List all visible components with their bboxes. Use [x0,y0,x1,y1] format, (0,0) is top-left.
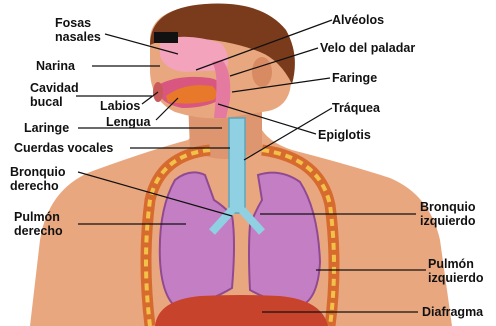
label-velo-del-paladar: Velo del paladar [320,41,415,55]
label-cavidad-bucal: Cavidad bucal [30,81,79,109]
label-laringe: Laringe [24,121,69,135]
label-alveolos: Alvéolos [332,13,384,27]
label-pulmon-izquierdo: Pulmón izquierdo [428,257,484,285]
label-bronquio-derecho: Bronquio derecho [10,165,66,193]
trachea [229,118,245,213]
label-pulmon-derecho: Pulmón derecho [14,210,63,238]
label-lengua: Lengua [106,115,150,129]
label-fosas-nasales: Fosas nasales [55,16,101,44]
label-faringe: Faringe [332,71,377,85]
label-labios: Labios [100,99,140,113]
label-narina: Narina [36,59,75,73]
label-traquea: Tráquea [332,101,380,115]
label-cuerdas-vocales: Cuerdas vocales [14,141,113,155]
label-bronquio-izquierdo: Bronquio izquierdo [420,200,476,228]
ear [252,57,272,87]
label-epiglotis: Epiglotis [318,128,371,142]
black-bar [154,32,178,43]
label-diafragma: Diafragma [422,305,483,319]
